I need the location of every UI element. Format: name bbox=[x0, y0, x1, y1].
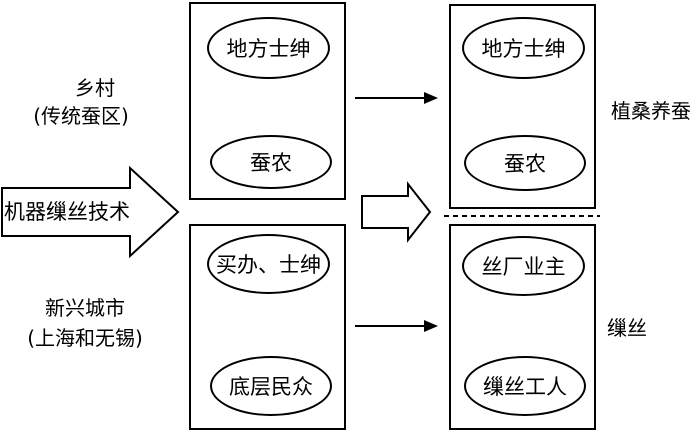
urban-title: 新兴城市 bbox=[45, 296, 125, 320]
reeling-worker-node: 缫丝工人 bbox=[464, 356, 586, 416]
silkworm-farmer-node: 蚕农 bbox=[210, 135, 332, 189]
comprador-gentry-node: 买办、士绅 bbox=[207, 234, 330, 294]
sericulture-label: 植桑养蚕 bbox=[611, 99, 691, 123]
transition-block-arrow bbox=[361, 181, 432, 243]
technology-arrow-label: 机器缫丝技术 bbox=[4, 200, 130, 224]
arrow-right-icon bbox=[355, 92, 438, 104]
silkworm-farmer-node-right: 蚕农 bbox=[464, 135, 586, 191]
arrow-right-icon bbox=[355, 320, 438, 332]
local-gentry-node-right: 地方士绅 bbox=[462, 17, 585, 79]
factory-owner-node: 丝厂业主 bbox=[462, 236, 585, 296]
rural-subtitle: (传统蚕区) bbox=[33, 104, 129, 128]
lower-class-node: 底层民众 bbox=[210, 356, 332, 416]
silk-reeling-label: 缫丝 bbox=[607, 316, 647, 340]
technology-block-arrow bbox=[1, 165, 180, 259]
local-gentry-node: 地方士绅 bbox=[207, 17, 330, 79]
urban-subtitle: (上海和无锡) bbox=[27, 326, 143, 350]
rural-title: 乡村 bbox=[75, 76, 115, 100]
